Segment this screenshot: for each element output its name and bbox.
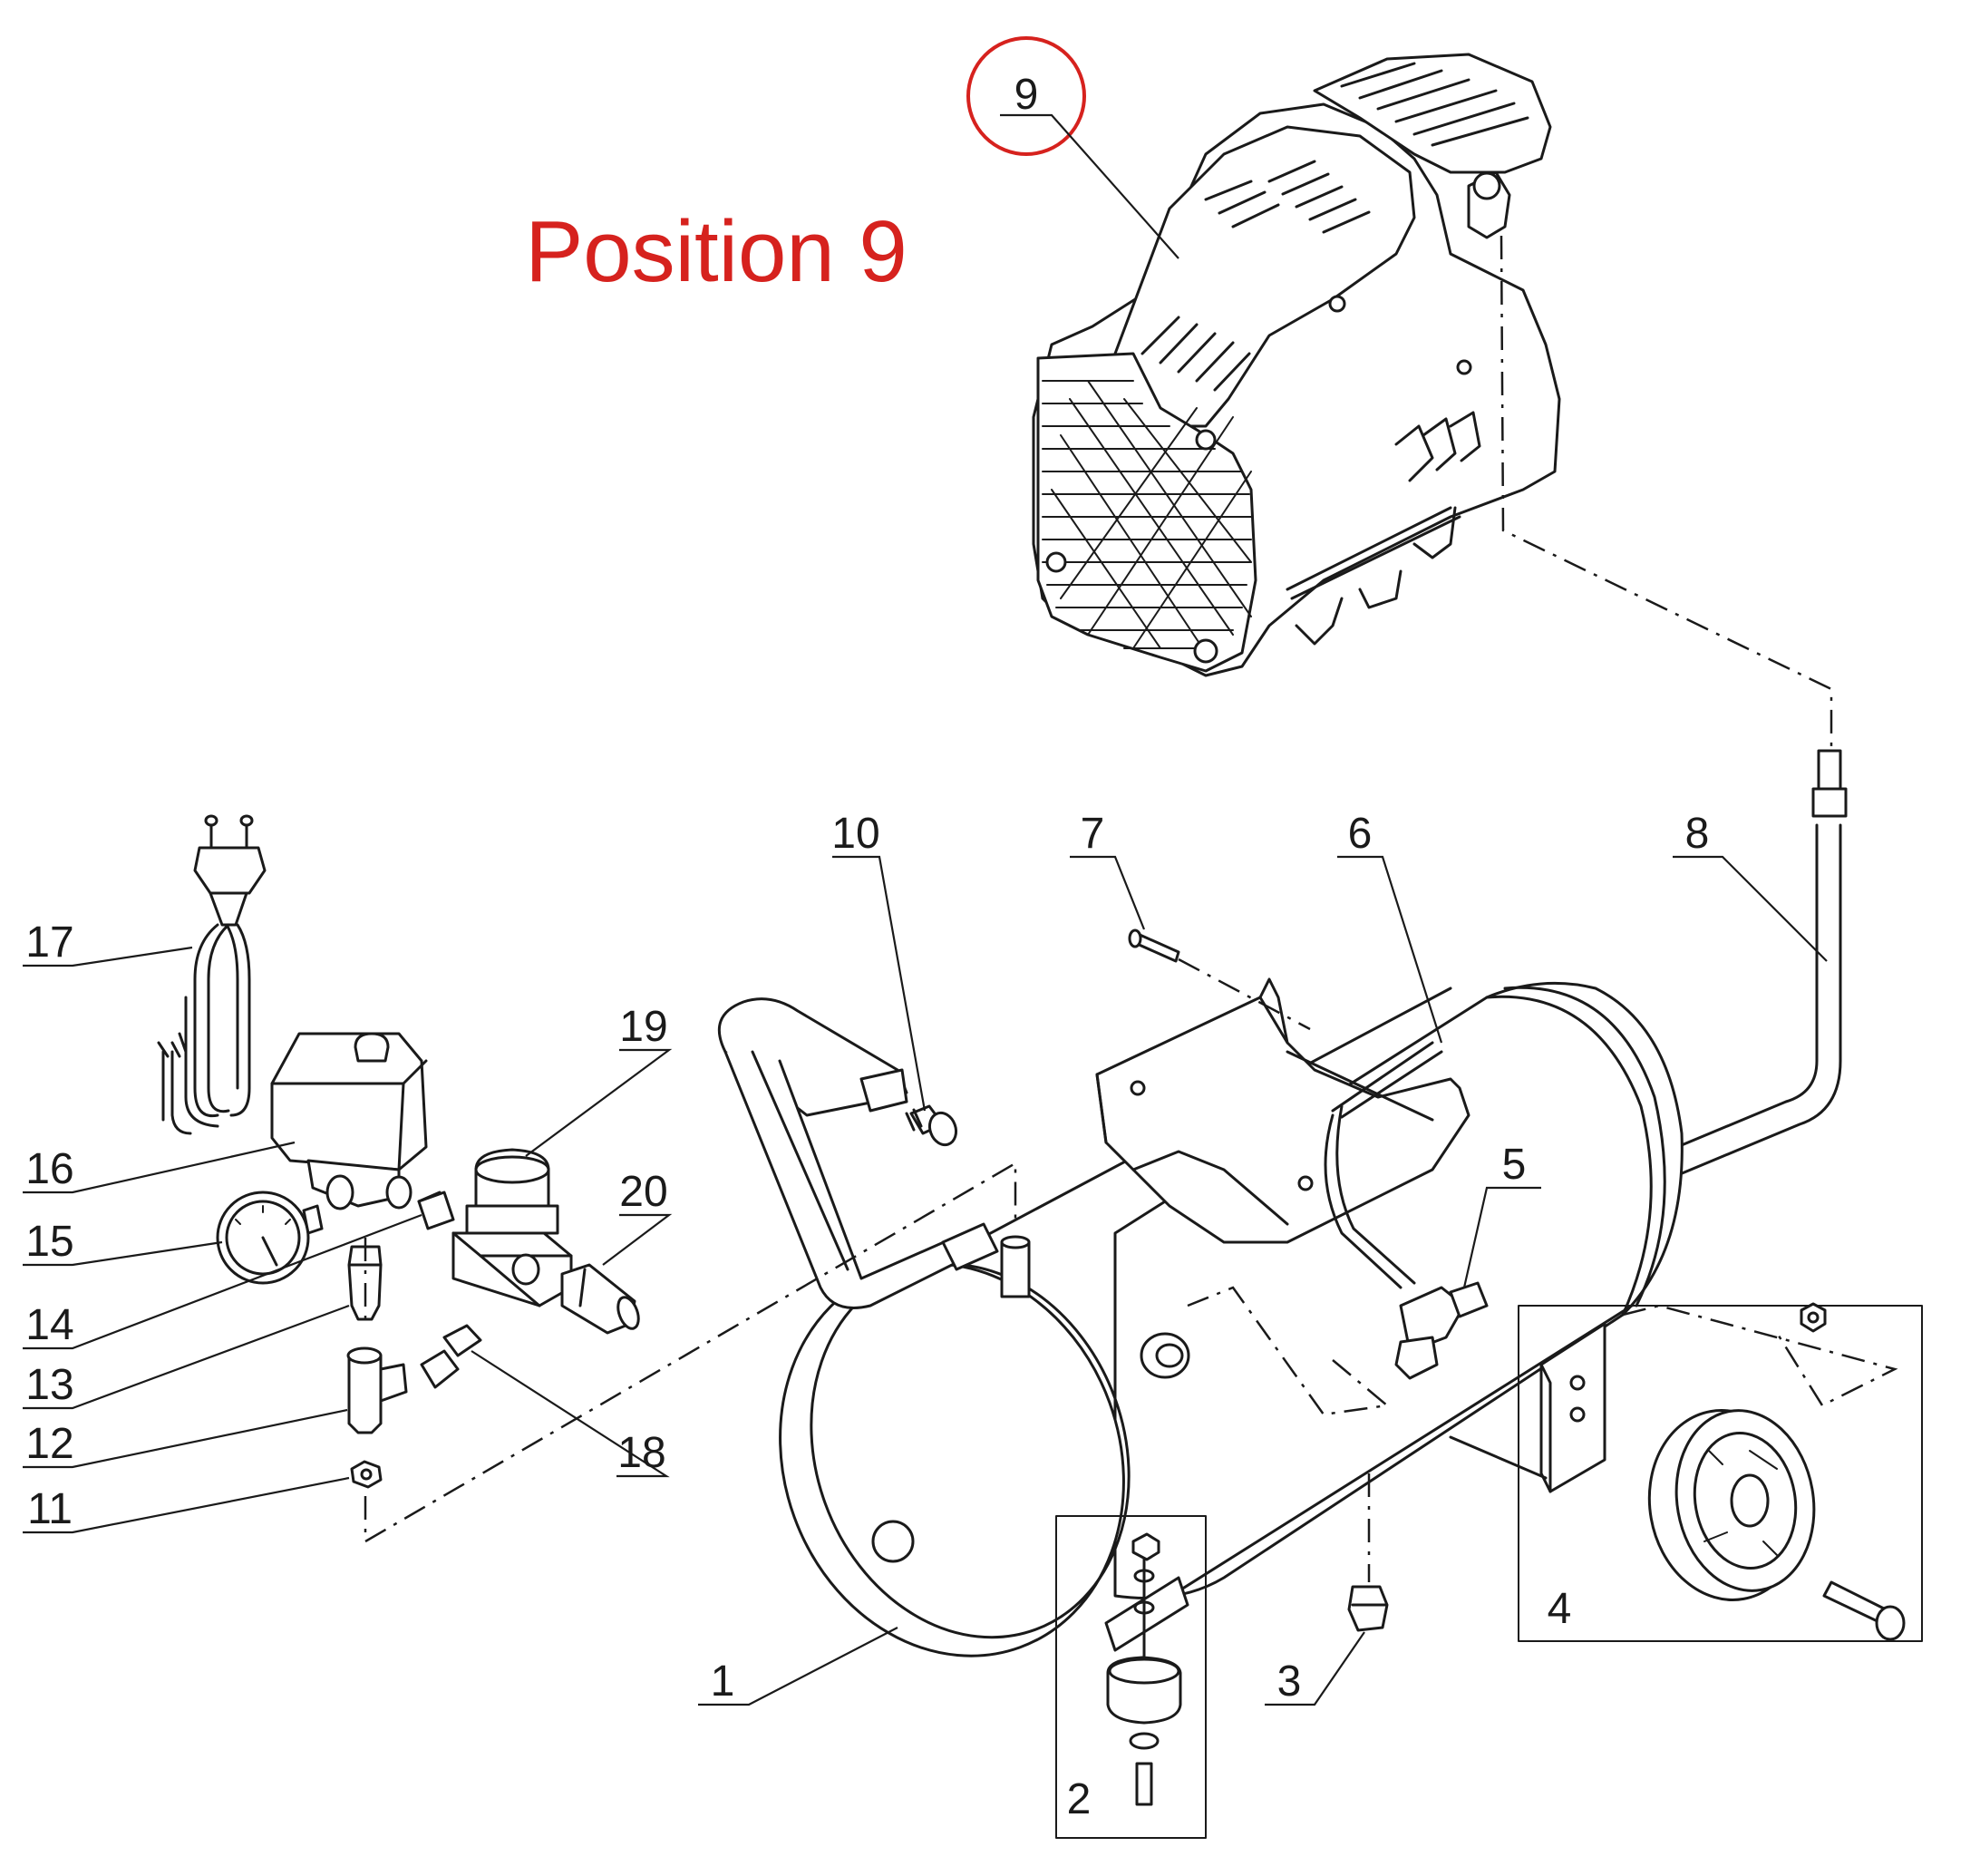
position-title: Position 9 <box>525 203 908 300</box>
tank-boss-spacer <box>1000 1235 1031 1298</box>
callout-18-label: 18 <box>617 1429 665 1477</box>
handle-frame[interactable] <box>717 997 999 1309</box>
part-11-nut[interactable] <box>350 1460 383 1489</box>
callout-5-label: 5 <box>1502 1141 1527 1189</box>
callout-1: 1 <box>698 1627 898 1706</box>
callout-17-label: 17 <box>25 919 73 967</box>
assembly-line-5 <box>1187 1286 1390 1416</box>
callout-7-label: 7 <box>1081 810 1105 858</box>
part-3-drain-plug[interactable] <box>1347 1585 1389 1632</box>
part-20-quick-coupler[interactable] <box>560 1263 643 1335</box>
callout-16-label: 16 <box>25 1145 73 1193</box>
callout-16: 16 <box>23 1141 296 1194</box>
part-18-connector[interactable] <box>420 1324 482 1389</box>
callout-12-label: 12 <box>25 1420 73 1468</box>
part-16-pressure-switch[interactable] <box>270 1032 451 1221</box>
callout-6: 6 <box>1337 810 1443 1044</box>
callout-9-label: 9 <box>1014 71 1039 119</box>
callout-2-label: 2 <box>1067 1775 1092 1823</box>
callout-4: 4 <box>1548 1585 1572 1633</box>
part-14-fitting[interactable] <box>417 1191 455 1230</box>
callout-10-label: 10 <box>831 810 879 858</box>
part-1-air-tank[interactable] <box>726 981 1684 1705</box>
callout-11: 11 <box>23 1476 350 1534</box>
part-10-handle-cap[interactable] <box>905 1104 960 1149</box>
callout-3-label: 3 <box>1277 1657 1302 1706</box>
callout-1-label: 1 <box>711 1657 735 1706</box>
part-6-motor-bracket[interactable] <box>1095 977 1470 1289</box>
part-2-rubber-foot-kit[interactable] <box>1055 1515 1207 1839</box>
part-12-tee-fitting[interactable] <box>346 1346 408 1434</box>
callout-19: 19 <box>525 1003 673 1157</box>
callout-13: 13 <box>23 1304 350 1410</box>
part-19-pressure-regulator[interactable] <box>451 1148 573 1307</box>
assembly-line-controls <box>364 1161 1017 1544</box>
callout-17: 17 <box>23 919 193 967</box>
callout-20-label: 20 <box>619 1168 667 1216</box>
callout-7: 7 <box>1070 810 1146 930</box>
assembly-line-4 <box>1622 1304 1898 1407</box>
callout-20: 20 <box>602 1168 673 1266</box>
callout-12: 12 <box>23 1408 348 1469</box>
callout-2: 2 <box>1067 1775 1092 1823</box>
callout-13-label: 13 <box>25 1361 73 1409</box>
callout-14-label: 14 <box>25 1301 73 1349</box>
callout-18: 18 <box>471 1350 670 1478</box>
callout-11-label: 11 <box>27 1485 73 1533</box>
assembly-line-9-8 <box>1500 235 1833 748</box>
callout-19-label: 19 <box>619 1003 667 1051</box>
part-5-check-valve[interactable] <box>1394 1281 1489 1380</box>
highlight-circle <box>966 36 1086 156</box>
callout-8: 8 <box>1673 810 1828 962</box>
callout-6-label: 6 <box>1348 810 1373 858</box>
part-4-wheel-kit[interactable] <box>1449 1302 1923 1642</box>
callout-14: 14 <box>23 1213 422 1350</box>
callout-4-label: 4 <box>1548 1585 1572 1633</box>
callout-10: 10 <box>831 810 927 1112</box>
callout-3: 3 <box>1265 1631 1365 1706</box>
part-9-motor-unit[interactable] <box>1032 53 1561 677</box>
callout-15: 15 <box>23 1218 223 1267</box>
part-17-power-cord[interactable] <box>157 814 267 1135</box>
assembly-line-7 <box>1178 957 1311 1031</box>
callout-15-label: 15 <box>25 1218 73 1266</box>
part-15-pressure-gauge[interactable] <box>216 1191 324 1285</box>
callout-5: 5 <box>1462 1141 1541 1288</box>
part-7-screw[interactable] <box>1128 928 1180 963</box>
callout-8-label: 8 <box>1685 810 1710 858</box>
callout-9[interactable]: 9 <box>966 36 1179 259</box>
